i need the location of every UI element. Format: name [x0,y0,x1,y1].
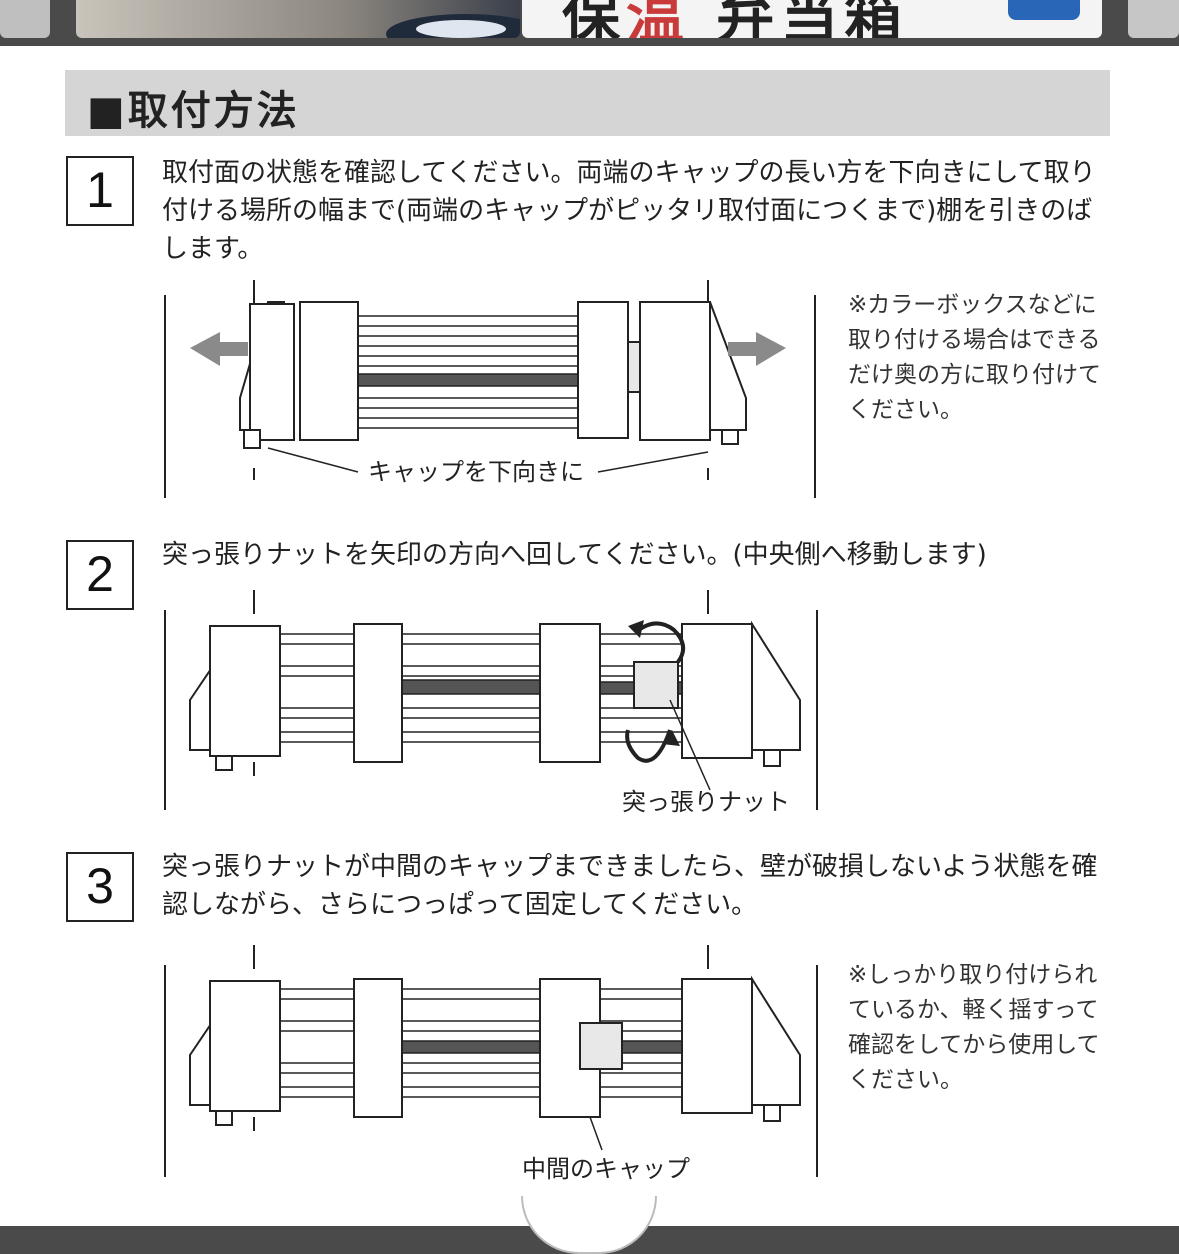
carousel-thumb-title-banner[interactable]: 保温 弁当箱 [522,0,1102,38]
rotate-arrow-icon [625,621,686,763]
container-lid-image [386,14,520,38]
step-3-text: 突っ張りナットが中間のキャップまできましたら、壁が破損しないよう状態を確認しなが… [162,852,1098,920]
step-2-figure: 突っ張りナット [164,590,818,816]
banner-title: 保温 弁当箱 [562,0,909,38]
carousel-thumb-next[interactable] [1128,0,1179,38]
left-arrow-icon [190,332,248,366]
step-1-figure-label: キャップを下向きに [368,458,584,486]
section-heading-text: ■取付方法 [87,88,300,134]
step-3-figure-label: 中間のキャップ [522,1155,690,1183]
banner-badge [1008,0,1080,20]
section-heading: ■取付方法 [65,70,1110,136]
right-arrow-icon [728,332,786,366]
step-1-note: ※カラーボックスなどに取り付ける場合はできるだけ奥の方に取り付けてください。 [848,292,1101,423]
image-carousel-strip: 保温 弁当箱 [0,0,1179,46]
carousel-thumb-prev[interactable] [0,0,50,38]
step-number-1: 1 [66,156,134,226]
step-3-figure: 中間のキャップ [164,945,818,1183]
step-2-text: 突っ張りナットを矢印の方向へ回してください。(中央側へ移動します) [162,540,987,570]
step-number-3: 3 [66,852,134,922]
step-number-2: 2 [66,540,134,610]
step-1-text: 取付面の状態を確認してください。両端のキャップの長い方を下向きにして取り付ける場… [162,158,1096,264]
step-2-figure-label: 突っ張りナット [622,788,790,816]
step-1-figure: キャップを下向きに [164,280,816,498]
carousel-thumb-product-photo[interactable] [76,0,520,38]
step-3-note: ※しっかり取り付けられているか、軽く揺すって確認をしてから使用してください。 [848,962,1100,1093]
